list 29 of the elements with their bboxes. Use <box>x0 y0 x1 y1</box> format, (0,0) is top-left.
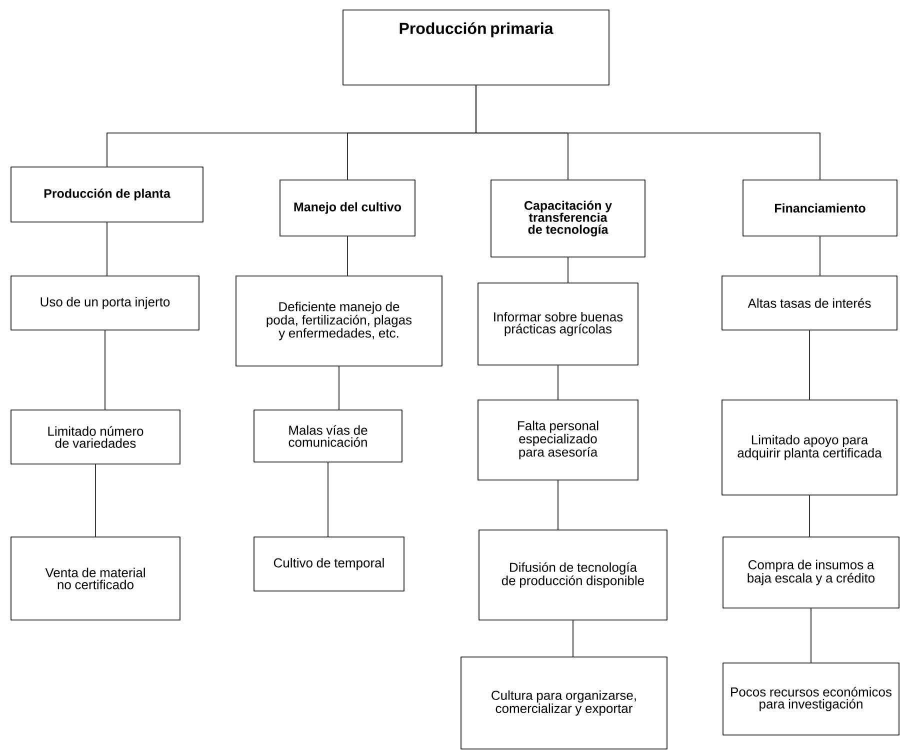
title-box: Producción primaria <box>342 10 610 86</box>
connector-line <box>810 608 812 663</box>
cause-box: Limitado número de variedades <box>10 410 180 464</box>
connector-line <box>347 236 348 276</box>
cause-box: Difusión de tecnología de producción disponible <box>478 530 668 620</box>
connector-line <box>572 620 574 657</box>
cause-box: Deficiente manejo de poda, fertilización, plagas y enfermedades, etc. <box>236 276 442 366</box>
cause-box: Cultura para organizarse, comercializar y exportar <box>460 656 668 750</box>
connector-line <box>104 330 106 410</box>
connector-line <box>476 85 820 180</box>
category-box: Financiamiento <box>742 180 898 236</box>
category-box: Capacitación y transferencia de tecnología <box>490 180 646 258</box>
connector-line <box>95 464 96 537</box>
cause-box: Compra de insumos a baja escala y a crédito <box>722 536 900 608</box>
cause-box: Pocos recursos económicos para investigación <box>722 662 900 736</box>
category-box: Manejo del cultivo <box>280 180 416 236</box>
cause-box: Malas vías de comunicación <box>254 410 402 462</box>
category-box: Producción de planta <box>10 166 204 222</box>
cause-box: Informar sobre buenas prácticas agrícolas <box>478 282 638 366</box>
cause-box: Altas tasas de interés <box>722 276 898 330</box>
cause-box: Falta personal especializado para asesoría <box>478 400 638 480</box>
cause-box: Limitado apoyo para adquirir planta certificada <box>722 400 898 496</box>
cause-box: Cultivo de temporal <box>254 536 404 592</box>
cause-box: Venta de material no certificado <box>10 536 180 620</box>
cause-box: Uso de un porta injerto <box>10 276 200 330</box>
connector-line <box>338 366 340 410</box>
connector-line <box>809 330 810 400</box>
connector-line <box>106 222 108 276</box>
connector-line <box>809 495 810 537</box>
